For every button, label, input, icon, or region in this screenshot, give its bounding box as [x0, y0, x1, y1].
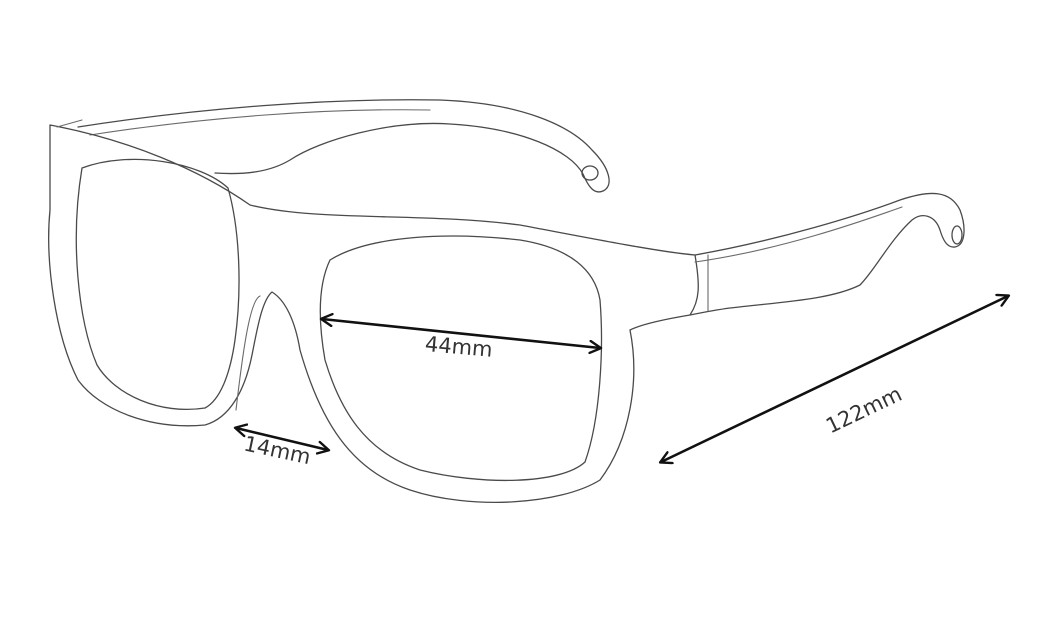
lens-width-label: 44mm [424, 332, 493, 362]
temple-length-dimension: 122mm [661, 296, 1008, 462]
far-temple-tip-icon [581, 165, 599, 181]
front-frame [48, 119, 699, 503]
temple-length-label: 122mm [822, 382, 905, 439]
right-lens [319, 235, 603, 482]
temple-length-arrow [661, 296, 1008, 462]
lens-width-arrow [322, 319, 600, 348]
bridge-width-arrow [236, 428, 328, 450]
lens-width-dimension: 44mm [322, 319, 600, 362]
near-temple-arm [689, 192, 965, 316]
far-temple-arm [77, 99, 610, 193]
near-temple-tip-icon [951, 225, 963, 245]
bridge-width-dimension: 14mm [236, 428, 328, 469]
left-lens [75, 158, 240, 410]
bridge-width-label: 14mm [242, 432, 313, 470]
